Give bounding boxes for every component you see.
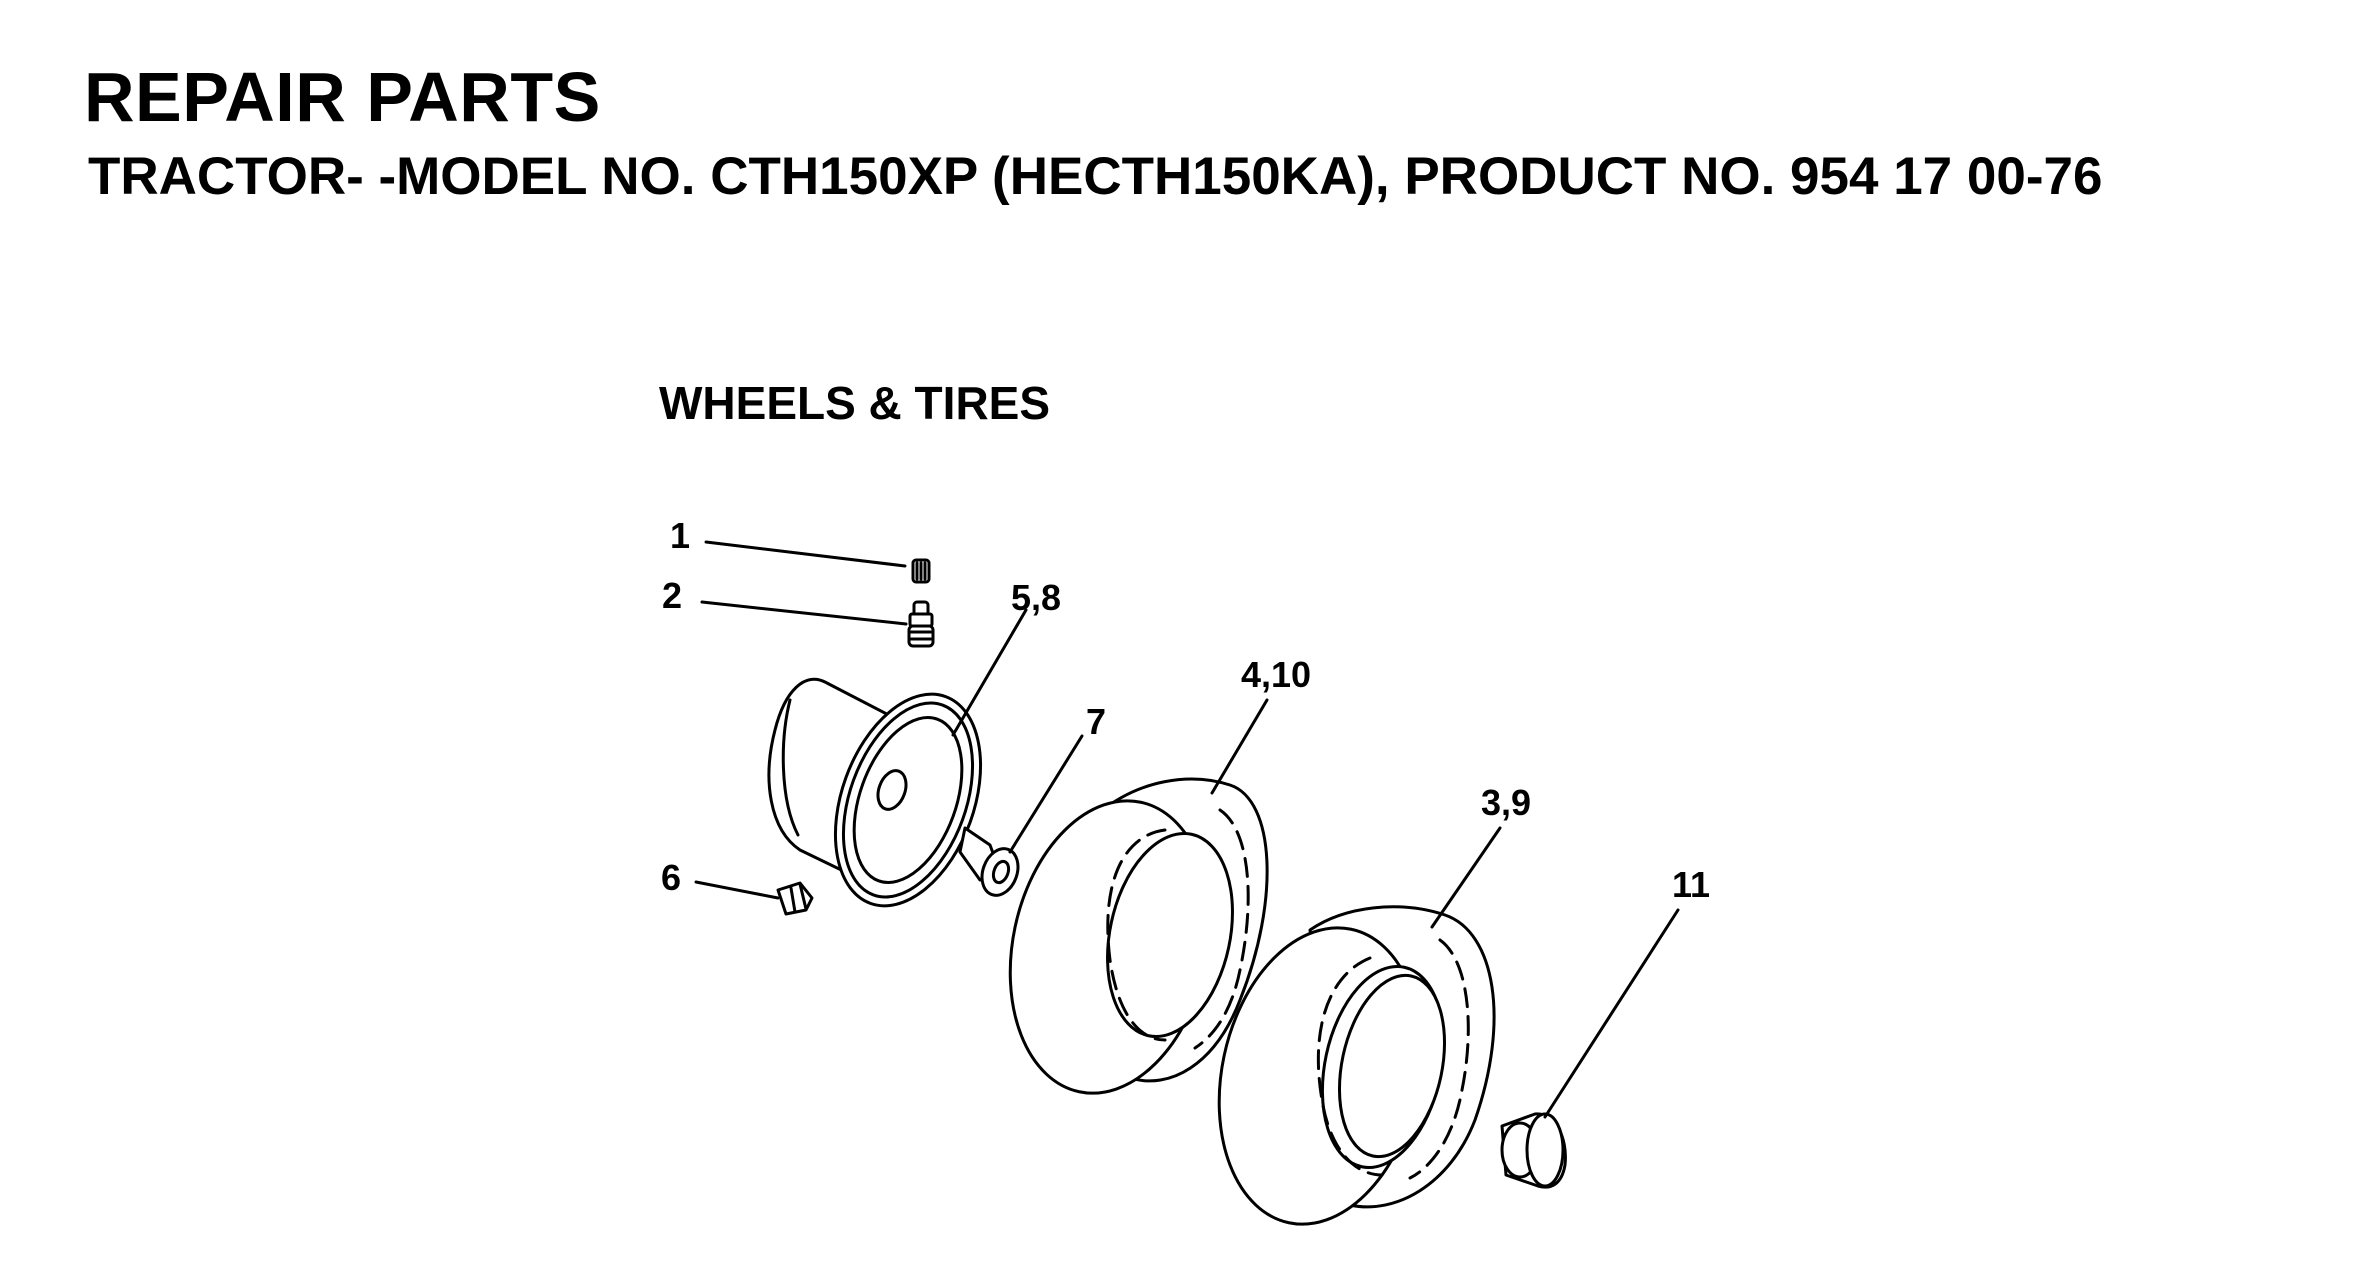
valve-stem-part (907, 600, 935, 648)
screw-part (776, 881, 814, 916)
page-title: REPAIR PARTS (84, 58, 601, 136)
model-subtitle: TRACTOR- -MODEL NO. CTH150XP (HECTH150KA… (88, 147, 2103, 206)
rear-tire-part (1217, 905, 1496, 1226)
callout-1: 1 (670, 515, 690, 556)
valve-cap-part (911, 558, 931, 584)
callout-11: 11 (1672, 864, 1710, 905)
bushing-part (958, 826, 1020, 897)
callout-4-10: 4,10 (1241, 654, 1311, 695)
wheel-rim-part (767, 677, 983, 908)
callout-3-9: 3,9 (1481, 782, 1531, 823)
front-tire-part (1008, 777, 1269, 1095)
callout-2: 2 (662, 575, 682, 616)
callout-7: 7 (1086, 701, 1106, 742)
leader-lines (694, 540, 1680, 1119)
callout-6: 6 (661, 857, 681, 898)
hub-cap-part (1500, 1112, 1567, 1189)
callout-5-8: 5,8 (1011, 577, 1061, 618)
section-title: WHEELS & TIRES (659, 377, 1051, 429)
